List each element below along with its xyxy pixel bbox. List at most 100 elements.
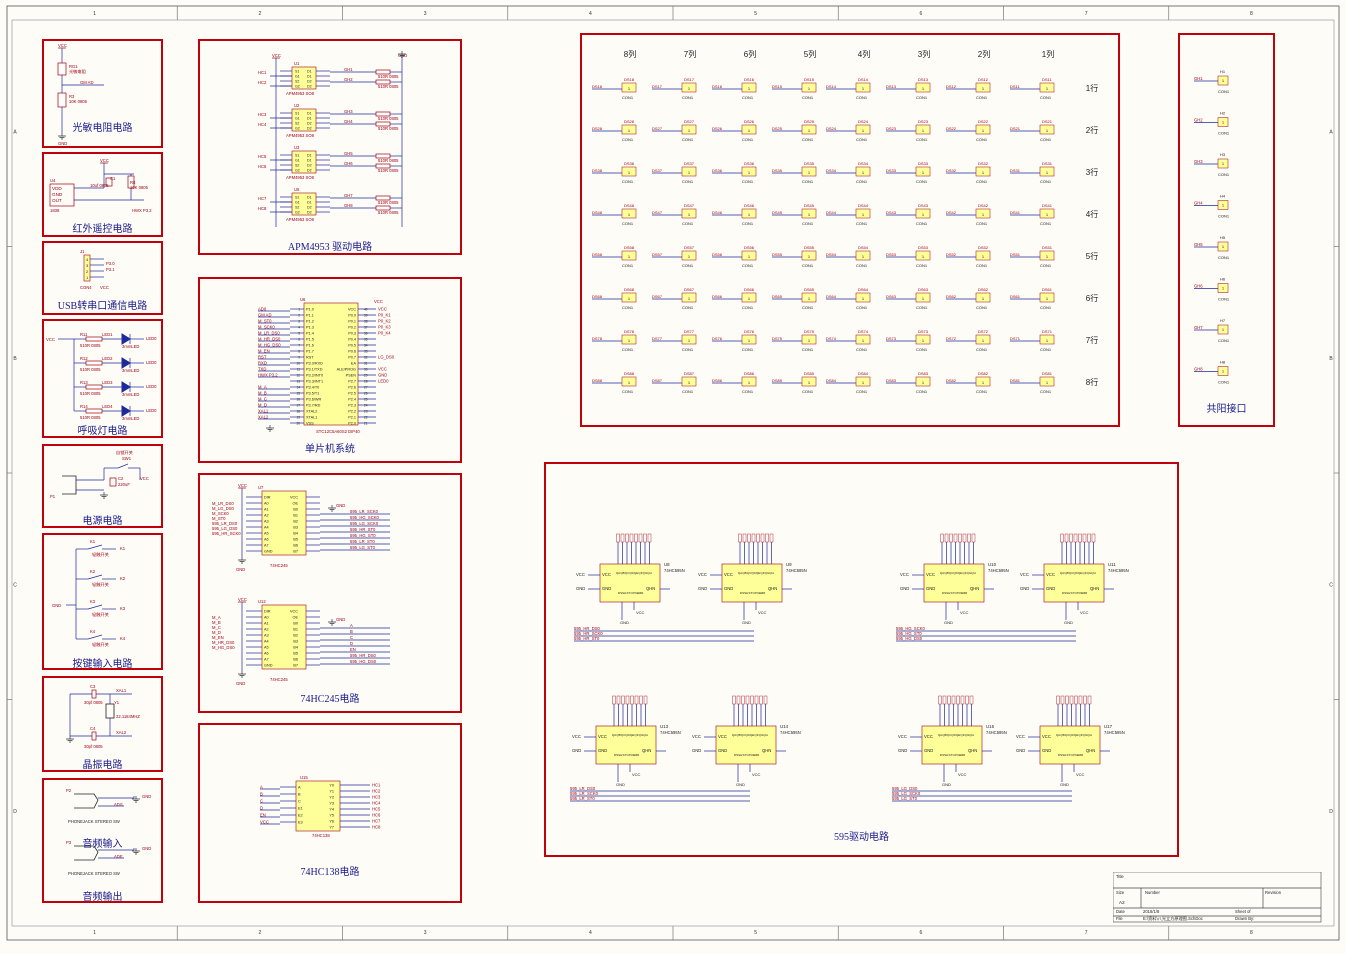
connector-pin: 1 <box>982 86 985 91</box>
hc595-ctrl-pin: DS <box>1062 591 1066 595</box>
connector-pin: 1 <box>748 338 751 343</box>
connector-part: CON1 <box>742 137 754 142</box>
hc595-q-pin: QB <box>944 571 948 575</box>
net-label: H5 <box>1220 235 1226 240</box>
hc595-q-pin: QD <box>1069 733 1074 737</box>
hc245-pin-name: OE <box>293 502 299 506</box>
hc595-ctrl-pin: CP <box>953 753 957 757</box>
mcu-pin-name: P2.5 <box>348 392 356 396</box>
hc595-ctrl-pin: SH <box>944 753 948 757</box>
hc595-ctrl-pin: OE <box>1075 753 1079 757</box>
net-label: U10 <box>988 562 997 567</box>
net-label: P0_K1 <box>378 313 391 318</box>
hc595-ctrl-pin: OE <box>957 753 961 757</box>
hc595-ctrl-pin: ST <box>948 753 952 757</box>
q-net-tag <box>942 695 947 705</box>
net-label: DS17 <box>652 84 663 89</box>
matrix-connector <box>801 376 817 387</box>
hc595-q-pin: QE <box>630 733 634 737</box>
matrix-connector <box>1039 250 1055 261</box>
net-label: CON1 <box>1218 214 1230 219</box>
net-label: 510R 0805 <box>378 210 399 215</box>
net-label: DS76 <box>712 336 723 341</box>
apm4953-chip <box>291 150 317 174</box>
q-net-tag <box>741 695 745 705</box>
column-marker: 3 <box>424 11 427 17</box>
net-label: 595_LR_ST0 <box>350 539 375 544</box>
connector-part: CON1 <box>622 221 634 226</box>
hc595-q-pin: QE <box>750 733 754 737</box>
resistor-r3 <box>57 92 67 108</box>
connector-pin: 1 <box>808 338 811 343</box>
connector-part: CON1 <box>976 305 988 310</box>
q-net-tag <box>738 533 742 543</box>
q-net-tag <box>1083 695 1087 705</box>
connector-part: CON1 <box>682 263 694 268</box>
connector-pin: 1 <box>808 128 811 133</box>
net-label: P2 <box>66 788 72 793</box>
net-label: U5 <box>294 187 300 192</box>
column-marker: 5 <box>754 930 757 936</box>
hc595-q-pin: QC <box>625 571 630 575</box>
hc595-q-pin: QB <box>942 733 946 737</box>
net-label: VCC <box>898 734 907 739</box>
pin-name: D2 <box>307 127 312 131</box>
q-net-tag <box>732 695 736 705</box>
connector-pin: 1 <box>982 170 985 175</box>
hc245-pin-name: B3 <box>293 526 298 530</box>
connector-pin: 1 <box>748 380 751 385</box>
net-label: 光敏电阻 <box>69 68 87 75</box>
net-label: DS86 <box>712 378 723 383</box>
net-label: HWX P3.2 <box>258 373 278 378</box>
hc138-pin-name: B <box>298 793 301 797</box>
pin-name: S2 <box>295 122 299 126</box>
hc595-ctrl-pin: CP <box>955 591 959 595</box>
matrix-connector <box>975 334 991 345</box>
connector-part: CON1 <box>682 305 694 310</box>
connector-pin: 1 <box>982 128 985 133</box>
hc595-q-pin: QB <box>620 571 624 575</box>
matrix-connector <box>621 334 637 345</box>
hc595-q-pin: QE <box>756 571 760 575</box>
hc245-pin-name: A0 <box>264 502 269 506</box>
hc595-ctrl-pin: MR <box>1083 591 1088 595</box>
hc595-ctrl-pin: DS <box>740 591 744 595</box>
net-label: VCC <box>1080 610 1089 615</box>
mcu-pin-name: EA <box>351 362 357 366</box>
net-label: DS27 <box>684 119 695 124</box>
net-label: U4 <box>50 178 56 183</box>
matrix-connector <box>1039 334 1055 345</box>
matrix-connector <box>855 292 871 303</box>
q-net-tag <box>965 695 969 705</box>
net-label: VCC <box>100 285 109 290</box>
mcu-pin-name: P2.2 <box>348 410 356 414</box>
net-label: 74HC595N <box>1104 730 1125 735</box>
net-label: DS14 <box>826 84 837 89</box>
hc595-q-pin: QG <box>765 571 770 575</box>
hc595-ctrl-pin: DS <box>942 591 946 595</box>
matrix-row-label: 2行 <box>1086 125 1098 135</box>
column-marker: 7 <box>1085 930 1088 936</box>
ir-receiver-u4 <box>49 183 75 207</box>
pin-name: D1 <box>307 159 312 163</box>
common-anode-connector <box>1217 158 1229 169</box>
connector-pin: 1 <box>1222 286 1225 291</box>
net-label: DS21 <box>1010 126 1021 131</box>
hc595-chip <box>595 725 657 765</box>
hc595-q-pin: QE <box>958 571 962 575</box>
connector-pin: 1 <box>688 86 691 91</box>
net-label: 510R 0805 <box>378 116 399 121</box>
q-net-tag <box>759 695 763 705</box>
net-label: DS66 <box>744 287 755 292</box>
connector-part: CON1 <box>802 305 814 310</box>
net-label: QHN <box>646 586 655 591</box>
net-label: VCC <box>598 734 607 739</box>
net-label: DS63 <box>918 287 929 292</box>
hc245-pin-name: A2 <box>264 514 269 518</box>
hc245-pin-name: B3 <box>293 640 298 644</box>
matrix-connector <box>801 124 817 135</box>
